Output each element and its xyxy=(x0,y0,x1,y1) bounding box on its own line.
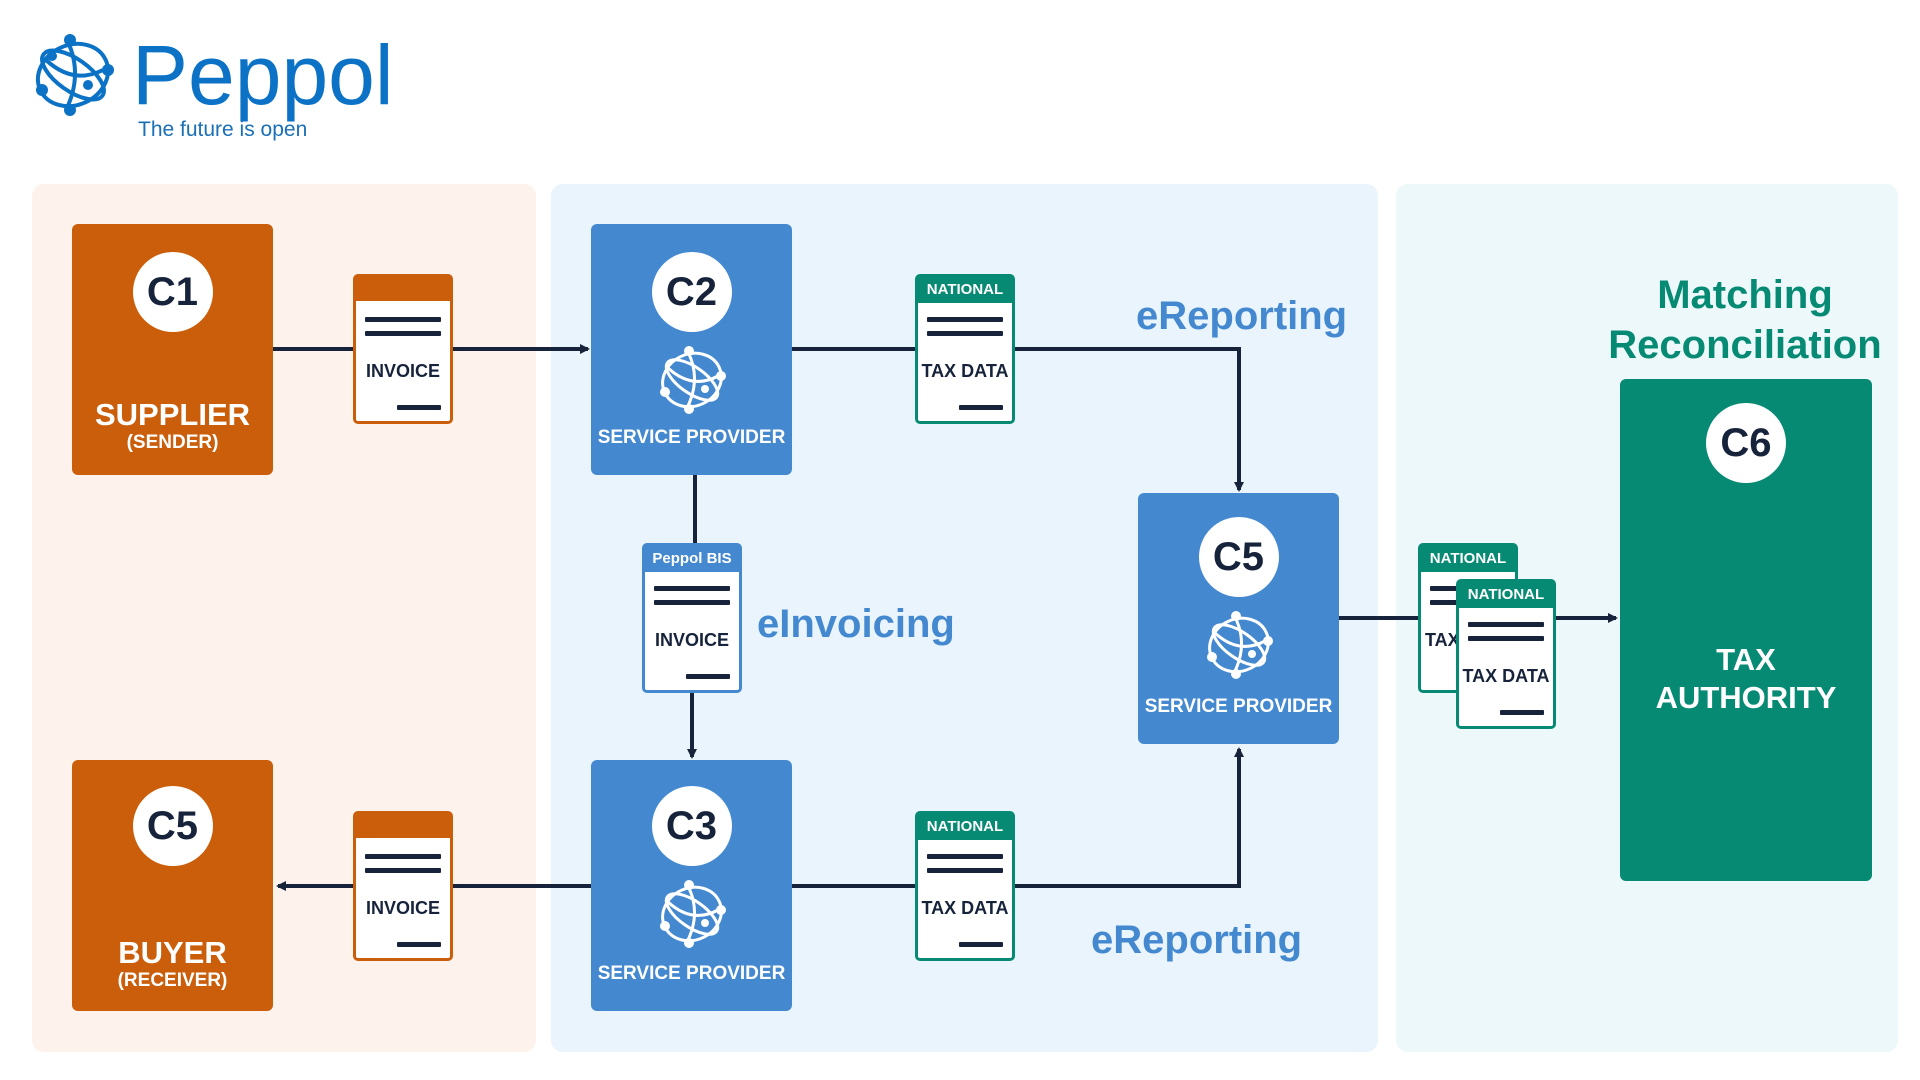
actor-title: SUPPLIER xyxy=(94,397,251,432)
doc-line xyxy=(927,854,1003,859)
doc-label: INVOICE xyxy=(365,361,440,381)
doc-header: NATIONAL xyxy=(1421,546,1515,572)
actor-title: SERVICE PROVIDER xyxy=(597,963,786,984)
doc-line xyxy=(365,331,441,336)
network-globe-icon xyxy=(659,880,726,948)
doc-line xyxy=(927,317,1003,322)
doc-line xyxy=(927,331,1003,336)
actor-title: SERVICE PROVIDER xyxy=(1144,696,1333,717)
doc-line xyxy=(397,405,441,410)
doc-line xyxy=(654,586,730,591)
doc-header xyxy=(356,277,450,301)
doc-label: INVOICE xyxy=(654,630,729,650)
doc-line xyxy=(959,405,1003,410)
actor-code: C5 xyxy=(132,786,213,866)
service-provider-c3: C3 SERVICE PROVIDER xyxy=(591,760,792,1011)
actor-subtitle: (RECEIVER) xyxy=(117,970,228,991)
doc-label: TAX DATA xyxy=(921,898,1009,918)
invoice-document: INVOICE xyxy=(353,274,453,424)
actor-code: C5 xyxy=(1198,517,1279,597)
doc-header: NATIONAL xyxy=(1459,582,1553,608)
actor-code: C3 xyxy=(651,786,732,866)
network-globe-icon xyxy=(1206,611,1273,679)
doc-label: TAX DATA xyxy=(921,361,1009,381)
ereporting-label-bottom: eReporting xyxy=(1091,918,1303,962)
heading-line2: Reconciliation xyxy=(1608,323,1882,367)
peppol-bis-invoice-document: Peppol BIS INVOICE xyxy=(642,543,742,693)
flow-c2-to-c5 xyxy=(791,347,1244,492)
doc-header: NATIONAL xyxy=(918,814,1012,840)
national-tax-data-document-front: NATIONAL TAX DATA xyxy=(1456,579,1556,729)
actor-code: C1 xyxy=(132,252,213,332)
actor-subtitle: (SENDER) xyxy=(126,432,219,453)
buyer-box: C5 BUYER (RECEIVER) xyxy=(72,760,273,1011)
doc-label: INVOICE xyxy=(365,898,440,918)
invoice-document: INVOICE xyxy=(353,811,453,961)
brand-tagline: The future is open xyxy=(138,118,308,141)
actor-title: BUYER xyxy=(118,935,227,970)
supplier-box: C1 SUPPLIER (SENDER) xyxy=(72,224,273,475)
doc-header: Peppol BIS xyxy=(645,546,739,572)
doc-header xyxy=(356,814,450,838)
doc-line xyxy=(397,942,441,947)
doc-line xyxy=(654,600,730,605)
doc-line xyxy=(959,942,1003,947)
network-globe-icon xyxy=(659,346,726,414)
doc-line xyxy=(365,868,441,873)
peppol-logo-icon xyxy=(35,34,114,116)
actor-title-line1: TAX xyxy=(1716,642,1776,677)
service-provider-c2: C2 SERVICE PROVIDER xyxy=(591,224,792,475)
ereporting-label-top: eReporting xyxy=(1136,294,1348,338)
doc-header: NATIONAL xyxy=(918,277,1012,303)
flow-c3-to-c5 xyxy=(791,747,1244,888)
doc-label: TAX DATA xyxy=(1462,666,1550,686)
actor-title-line2: AUTHORITY xyxy=(1655,680,1837,715)
actor-code: C6 xyxy=(1706,403,1786,483)
doc-line xyxy=(1468,622,1544,627)
matching-reconciliation-heading: Matching Reconciliation xyxy=(1600,270,1890,370)
actor-title: SERVICE PROVIDER xyxy=(597,427,786,448)
national-tax-data-document: NATIONAL TAX DATA xyxy=(915,811,1015,961)
doc-line xyxy=(365,854,441,859)
tax-authority-box: C6 TAX AUTHORITY xyxy=(1620,379,1872,881)
brand-name: Peppol xyxy=(132,28,394,122)
einvoicing-label: eInvoicing xyxy=(757,602,955,646)
service-provider-c5: C5 SERVICE PROVIDER xyxy=(1138,493,1339,744)
doc-line xyxy=(1500,710,1544,715)
doc-line xyxy=(927,868,1003,873)
doc-line xyxy=(1468,636,1544,641)
doc-line xyxy=(686,674,730,679)
heading-line1: Matching xyxy=(1657,273,1833,317)
actor-code: C2 xyxy=(651,252,732,332)
national-tax-data-document: NATIONAL TAX DATA xyxy=(915,274,1015,424)
doc-line xyxy=(365,317,441,322)
